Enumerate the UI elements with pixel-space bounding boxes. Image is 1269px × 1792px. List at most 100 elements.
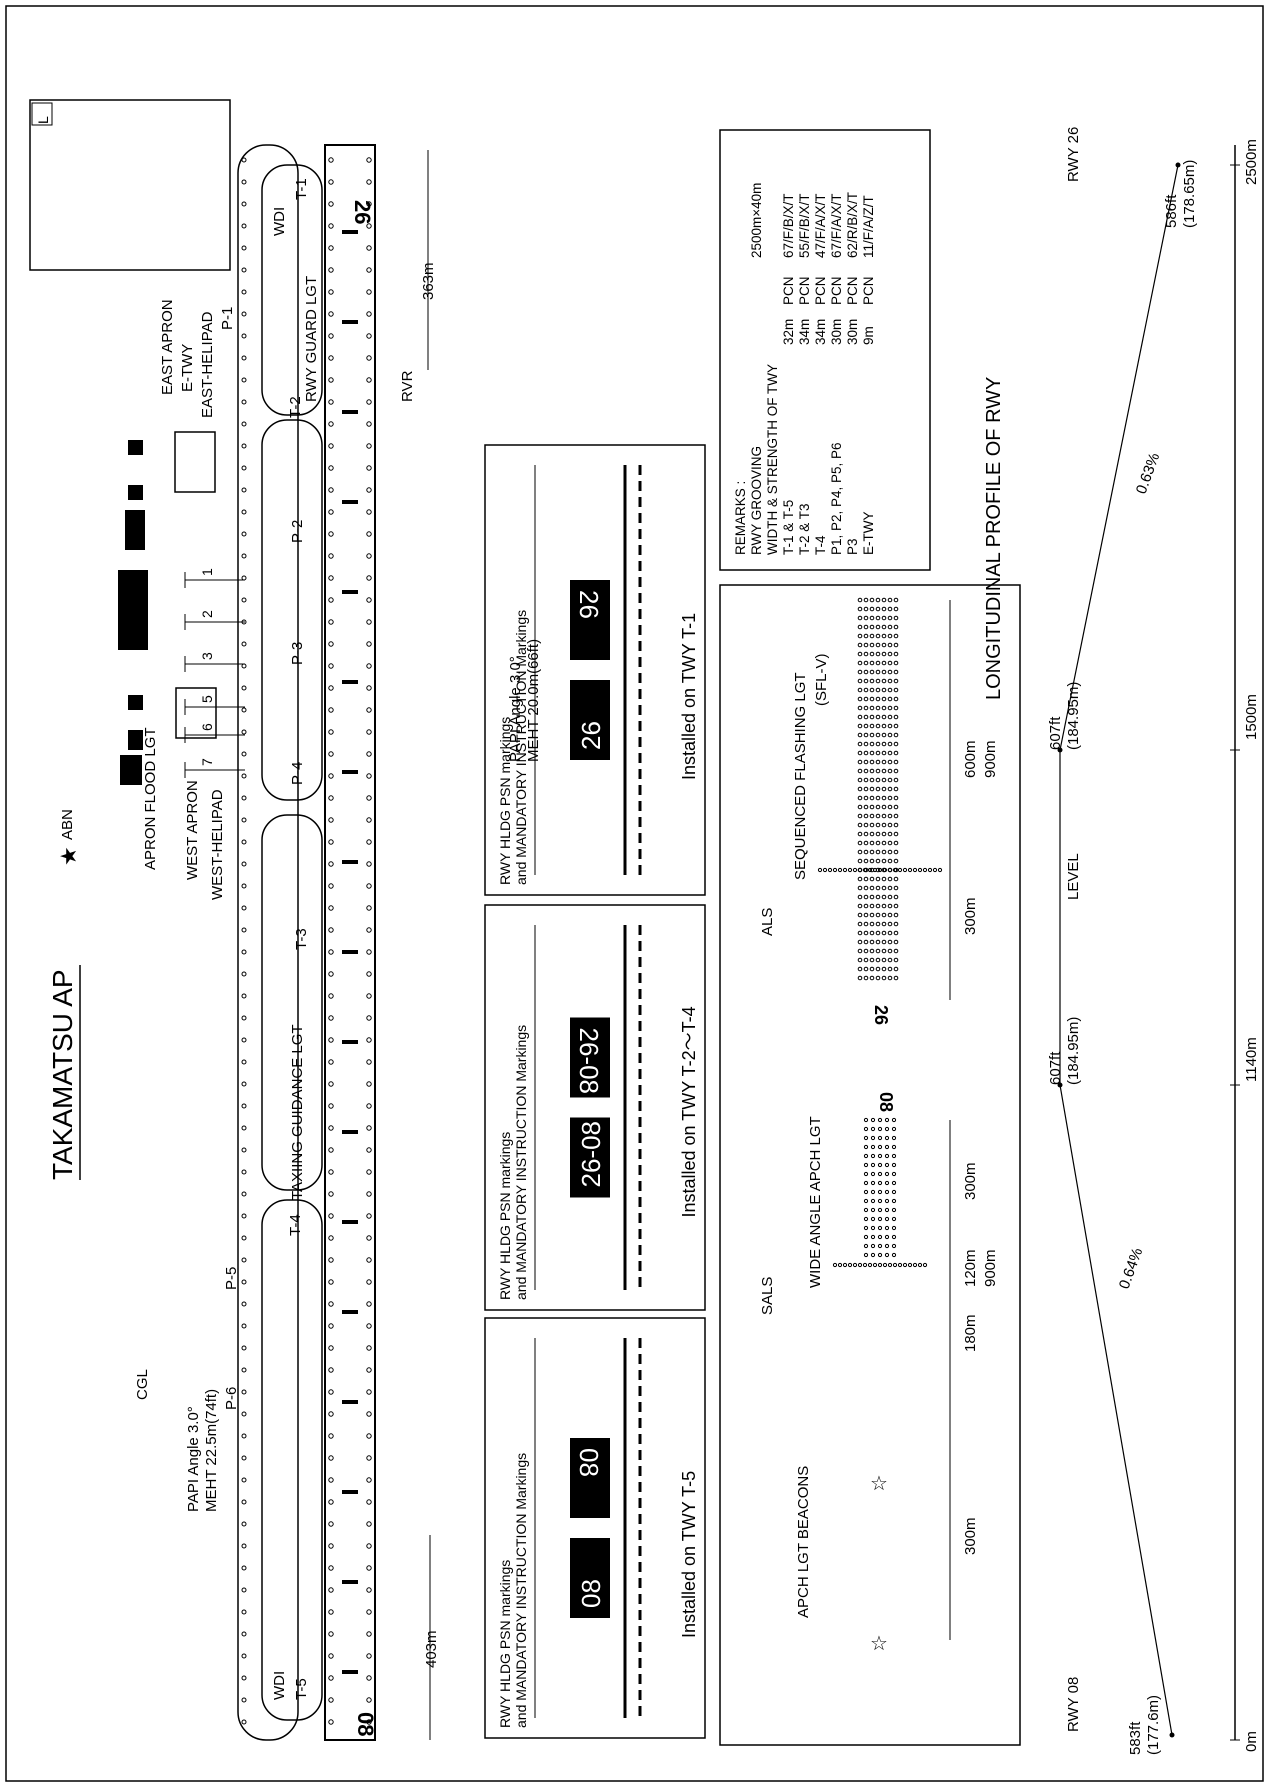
sals-light xyxy=(884,1207,890,1213)
twy-light xyxy=(241,1301,247,1307)
t5-label: T-5 xyxy=(293,1678,310,1700)
als-light xyxy=(863,966,869,972)
als-light xyxy=(857,741,863,747)
als-light xyxy=(869,894,875,900)
chart-title-group: TAKAMATSU AP xyxy=(47,965,81,1180)
edge-light xyxy=(366,1367,372,1373)
als-light xyxy=(869,939,875,945)
als-light xyxy=(893,705,899,711)
elev-0-m: (177.6m) xyxy=(1145,1695,1162,1755)
twy-light xyxy=(241,1037,247,1043)
sals-light xyxy=(877,1153,883,1159)
als-light xyxy=(875,921,881,927)
edge-light xyxy=(366,1499,372,1505)
als-crossbar xyxy=(892,867,898,873)
als-light xyxy=(881,858,887,864)
runway-edge-lights xyxy=(241,157,372,1725)
centerline-mark xyxy=(342,1310,358,1314)
profile-point xyxy=(1169,1732,1175,1738)
als-light xyxy=(863,840,869,846)
als-light xyxy=(863,930,869,936)
edge-light xyxy=(328,993,334,999)
twy-light xyxy=(241,1103,247,1109)
als-light xyxy=(869,777,875,783)
twy-light xyxy=(241,1147,247,1153)
remarks-pcn: PCN xyxy=(813,276,828,305)
als-light xyxy=(893,687,899,693)
sals-light xyxy=(877,1135,883,1141)
als-light xyxy=(857,966,863,972)
als-light xyxy=(869,660,875,666)
als-light xyxy=(857,804,863,810)
als-light xyxy=(875,741,881,747)
edge-light xyxy=(328,883,334,889)
edge-light xyxy=(366,1059,372,1065)
als-light xyxy=(893,696,899,702)
sign-a xyxy=(570,580,610,660)
als-crossbar xyxy=(917,867,923,873)
remarks-box xyxy=(719,129,931,571)
elev-0-ft: 583ft xyxy=(1127,1721,1144,1755)
edge-light xyxy=(328,1015,334,1021)
als-light xyxy=(857,777,863,783)
sals-light xyxy=(863,1243,869,1249)
edge-light xyxy=(366,971,372,977)
edge-light xyxy=(366,1191,372,1197)
twy-light xyxy=(241,971,247,977)
edge-light xyxy=(328,1411,334,1417)
stand-number: 6 xyxy=(199,723,215,731)
als-light xyxy=(857,651,863,657)
sals-light xyxy=(884,1171,890,1177)
remarks-value: 2500m×40m xyxy=(749,183,764,258)
als-light xyxy=(881,615,887,621)
dist-300a-label: 300m xyxy=(962,897,979,935)
als-crossbar xyxy=(837,867,843,873)
sals-light xyxy=(891,1135,897,1141)
edge-light xyxy=(366,487,372,493)
als-light xyxy=(887,615,893,621)
remarks-dim: 32m xyxy=(781,319,796,345)
sals-light xyxy=(884,1153,890,1159)
centerline-mark xyxy=(342,410,358,414)
edge-light xyxy=(328,245,334,251)
apron-flood-lgt-label: APRON FLOOD LGT xyxy=(142,727,159,870)
remarks-dim: 9m xyxy=(861,326,876,345)
als-light xyxy=(881,813,887,819)
profile-rwy08: RWY 08 xyxy=(1065,1677,1082,1732)
sals-light xyxy=(863,1117,869,1123)
als-light xyxy=(875,750,881,756)
sals-crossbar xyxy=(892,1262,898,1268)
als-light xyxy=(857,705,863,711)
remarks-header: REMARKS : xyxy=(733,481,748,555)
als-light xyxy=(863,876,869,882)
twy-light xyxy=(241,861,247,867)
centerline-mark xyxy=(342,500,358,504)
edge-light xyxy=(328,223,334,229)
edge-light xyxy=(328,949,334,955)
als-light xyxy=(857,921,863,927)
als-light xyxy=(863,633,869,639)
als-light xyxy=(887,741,893,747)
edge-light xyxy=(366,641,372,647)
edge-light xyxy=(366,839,372,845)
marking-installed: Installed on TWY T-5 xyxy=(679,1471,699,1638)
twy-light xyxy=(241,795,247,801)
twy-light xyxy=(241,1367,247,1373)
edge-light xyxy=(328,465,334,471)
als-light xyxy=(869,948,875,954)
p3-label: P-3 xyxy=(289,642,306,665)
als-light xyxy=(875,777,881,783)
p5-label: P-5 xyxy=(223,1267,240,1290)
als-crossbar xyxy=(902,867,908,873)
twy-light xyxy=(241,1015,247,1021)
edge-light xyxy=(328,1565,334,1571)
sals-light xyxy=(870,1126,876,1132)
rvr-label: RVR xyxy=(399,370,416,402)
sals-light xyxy=(877,1162,883,1168)
twy-light xyxy=(241,927,247,933)
als-light xyxy=(863,750,869,756)
edge-light xyxy=(328,1433,334,1439)
als-light xyxy=(869,669,875,675)
